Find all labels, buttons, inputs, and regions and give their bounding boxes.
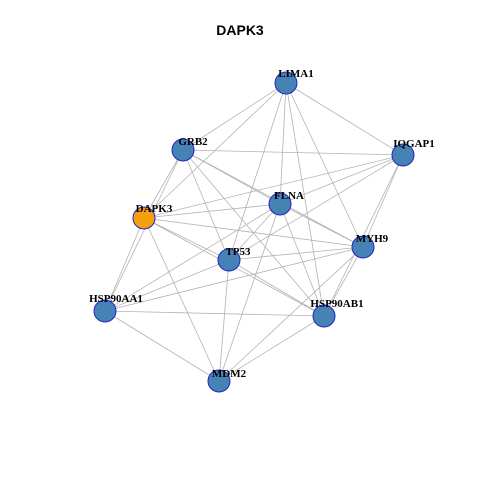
edge-dapk3-myh9 xyxy=(143,217,364,248)
edge-tp53-hsp90aa1 xyxy=(104,259,230,312)
nodes-layer xyxy=(93,71,415,393)
edge-dapk3-hsp90aa1 xyxy=(104,217,145,312)
edge-tp53-hsp90ab1 xyxy=(228,259,325,317)
edge-iqgap1-myh9 xyxy=(362,154,404,248)
node-label-mdm2: MDM2 xyxy=(212,368,247,380)
node-grb2[interactable] xyxy=(171,138,195,162)
node-tp53[interactable] xyxy=(217,248,241,272)
edges-layer xyxy=(104,82,404,382)
edge-flna-mdm2 xyxy=(218,203,281,382)
node-label-dapk3: DAPK3 xyxy=(136,203,173,215)
edge-myh9-hsp90aa1 xyxy=(104,246,364,312)
edge-grb2-tp53 xyxy=(182,149,230,261)
edge-iqgap1-flna xyxy=(279,154,404,205)
edge-grb2-iqgap1 xyxy=(182,149,404,156)
edge-hsp90ab1-mdm2 xyxy=(218,315,325,382)
edge-dapk3-flna xyxy=(143,203,281,219)
edge-iqgap1-hsp90ab1 xyxy=(323,154,404,317)
node-myh9[interactable] xyxy=(351,235,375,259)
node-label-hsp90aa1: HSP90AA1 xyxy=(89,293,143,305)
edge-lima1-grb2 xyxy=(182,82,287,151)
node-lima1[interactable] xyxy=(274,71,298,95)
node-label-iqgap1: IQGAP1 xyxy=(393,138,435,150)
edge-myh9-hsp90ab1 xyxy=(323,246,364,317)
edge-flna-tp53 xyxy=(228,203,281,261)
edge-tp53-mdm2 xyxy=(218,259,230,382)
node-iqgap1[interactable] xyxy=(391,143,415,167)
node-label-tp53: TP53 xyxy=(225,246,251,258)
edge-lima1-flna xyxy=(279,82,287,205)
node-flna[interactable] xyxy=(268,192,292,216)
edge-dapk3-mdm2 xyxy=(143,217,220,382)
edge-lima1-myh9 xyxy=(285,82,364,248)
diagram-title: DAPK3 xyxy=(216,22,264,38)
node-label-lima1: LIMA1 xyxy=(278,68,313,80)
edge-flna-hsp90ab1 xyxy=(279,203,325,317)
edge-flna-myh9 xyxy=(279,203,364,248)
node-dapk3[interactable] xyxy=(132,206,156,230)
node-label-hsp90ab1: HSP90AB1 xyxy=(310,298,363,310)
edge-hsp90aa1-mdm2 xyxy=(104,310,220,382)
edge-myh9-tp53 xyxy=(228,246,364,261)
edge-myh9-mdm2 xyxy=(218,246,364,382)
node-hsp90ab1[interactable] xyxy=(312,304,336,328)
node-hsp90aa1[interactable] xyxy=(93,299,117,323)
edge-lima1-iqgap1 xyxy=(285,82,404,156)
edge-dapk3-tp53 xyxy=(143,217,230,261)
node-label-grb2: GRB2 xyxy=(178,136,208,148)
edge-iqgap1-tp53 xyxy=(228,154,404,261)
edge-flna-hsp90aa1 xyxy=(104,203,281,312)
node-label-myh9: MYH9 xyxy=(356,233,389,245)
edge-grb2-dapk3 xyxy=(143,149,184,219)
node-mdm2[interactable] xyxy=(207,369,231,393)
edge-lima1-hsp90ab1 xyxy=(285,82,325,317)
edge-iqgap1-dapk3 xyxy=(143,154,404,219)
node-label-flna: FLNA xyxy=(274,190,304,202)
edge-grb2-hsp90aa1 xyxy=(104,149,184,312)
edge-hsp90aa1-hsp90ab1 xyxy=(104,310,325,317)
